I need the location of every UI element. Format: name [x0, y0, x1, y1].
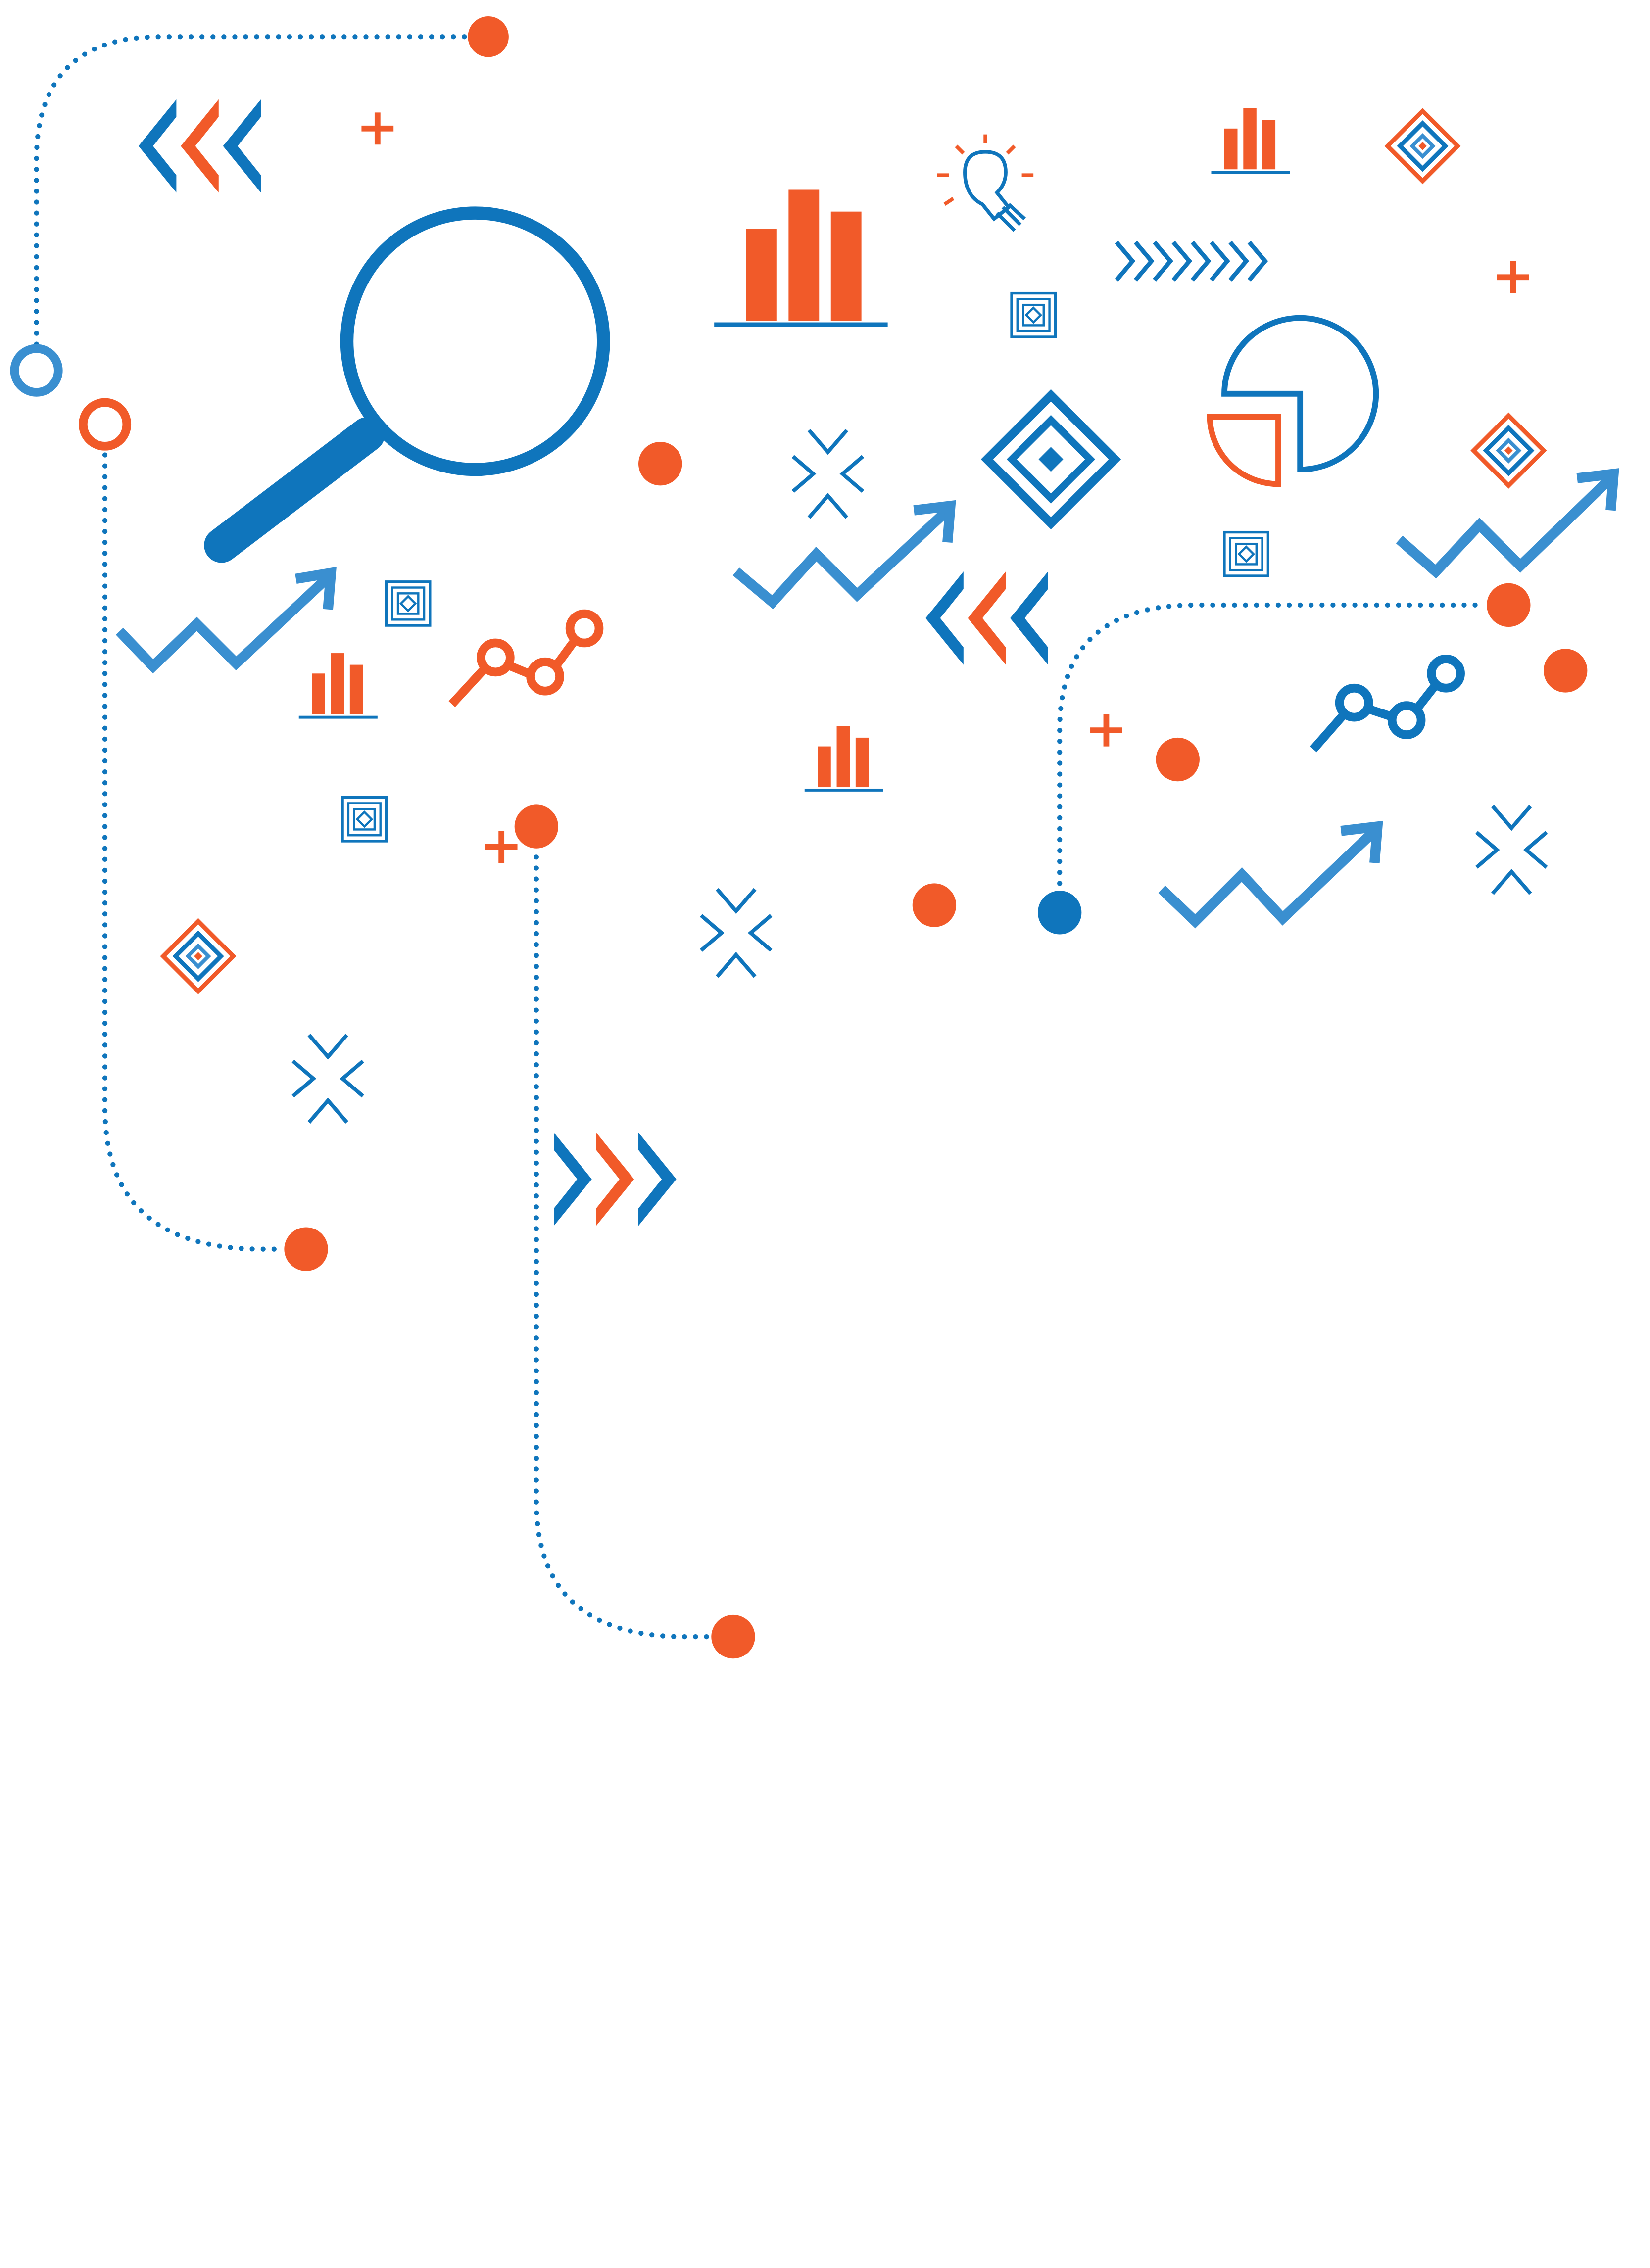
accent-dots — [638, 442, 1588, 927]
crossed-chevrons-icon — [293, 1035, 363, 1123]
bar-chart-icon — [1211, 108, 1290, 174]
crossed-chevrons-icon — [701, 889, 771, 977]
bar-chart-icon — [714, 189, 888, 327]
plus-icon — [485, 831, 518, 863]
chevrons-left-icon — [925, 571, 1048, 665]
dotted-timeline — [79, 398, 328, 1271]
pie-chart-icon — [1207, 315, 1379, 487]
lightbulb-icon — [937, 134, 1034, 232]
concentric-square-icon — [342, 798, 386, 841]
trend-arrow-icon — [116, 567, 337, 674]
target-diamond-icon — [980, 389, 1121, 529]
target-diamond-icon — [1388, 111, 1458, 181]
plus-icon — [361, 112, 393, 144]
trend-arrow-icon — [1396, 468, 1619, 579]
trend-arrow-icon — [732, 500, 956, 610]
dotted-timeline — [1038, 583, 1531, 935]
trend-arrow-icon — [1158, 820, 1383, 929]
target-diamond-icon — [1474, 416, 1544, 486]
plus-icon — [1497, 261, 1529, 293]
magnifier-icon — [204, 206, 610, 563]
concentric-square-icon — [1224, 532, 1268, 576]
crossed-chevrons-icon — [793, 430, 863, 518]
target-diamond-icon — [163, 921, 234, 992]
plus-icon — [1090, 714, 1122, 747]
small-chevrons-icon — [1115, 240, 1268, 282]
bar-chart-icon — [298, 653, 378, 719]
connected-dots-icon — [448, 609, 604, 708]
concentric-square-icon — [386, 582, 430, 625]
concentric-square-icon — [1012, 293, 1055, 337]
dotted-timeline — [514, 804, 755, 1659]
crossed-chevrons-icon — [1477, 806, 1547, 894]
chevrons-left-icon — [138, 99, 261, 193]
chevrons-right-icon — [554, 1133, 677, 1226]
dotted-timeline — [10, 16, 509, 397]
connected-dots-icon — [1310, 655, 1465, 753]
bar-chart-icon — [804, 726, 883, 792]
